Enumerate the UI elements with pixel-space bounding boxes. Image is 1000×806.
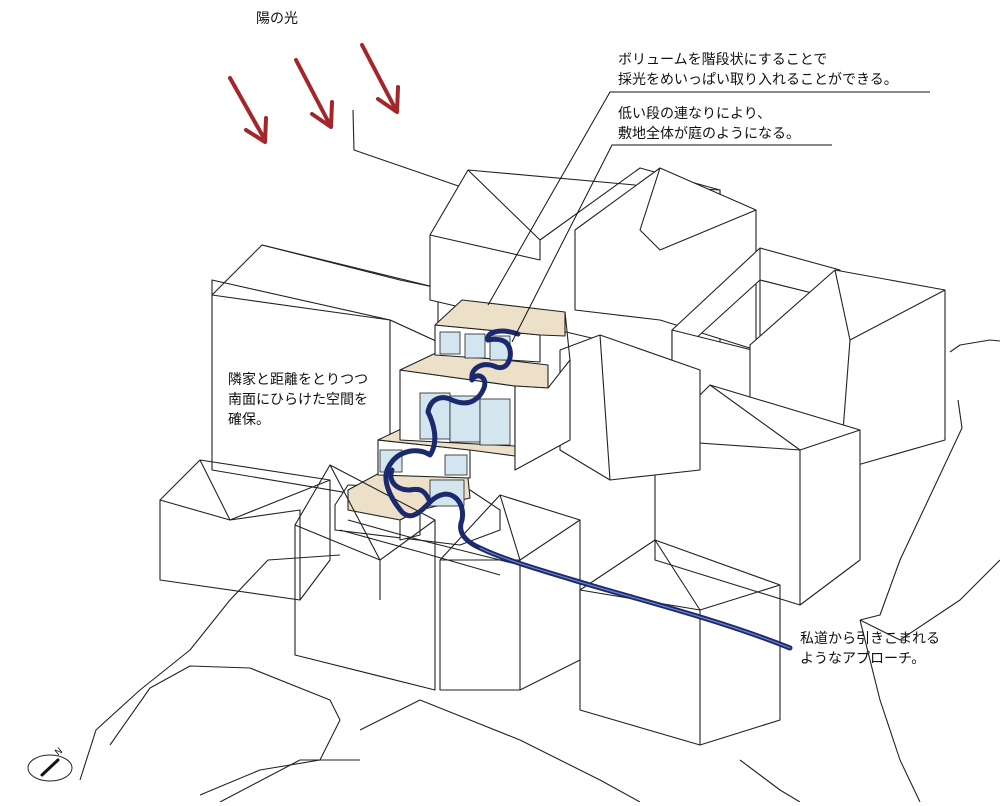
sun-arrow-3 — [360, 43, 400, 114]
callout-approach-line2: ようなアプローチ。 — [800, 651, 925, 667]
north-arrow: N — [27, 746, 73, 782]
sun-arrow-2 — [294, 58, 334, 129]
neighbor-house-right-front — [654, 384, 861, 606]
callout-approach-line1: 私道から引きこまれる — [800, 631, 940, 647]
leader-lines — [487, 91, 930, 343]
neighbor-house-front-left — [159, 459, 331, 601]
site-boundary-lines — [79, 109, 1000, 803]
sun-arrow-1 — [228, 76, 268, 144]
neighbor-house-front-right — [579, 539, 781, 746]
callout-garden-line1: 低い段の連なりにより、 — [618, 106, 771, 122]
private-road-edges — [339, 519, 521, 576]
callout-neighbor-line3: 確保。 — [228, 412, 270, 428]
sunlight-label: 陽の光 — [256, 11, 298, 27]
sunlight-arrows — [228, 43, 400, 144]
callout-neighbor-line1: 隣家と距離をとりつつ — [228, 371, 368, 388]
callout-neighbor-line2: 南面にひらけた空間を — [228, 392, 368, 408]
callout-volume-line1: ボリュームを階段状にすることで — [618, 52, 827, 68]
neighbor-house-front-center — [294, 464, 581, 691]
neighbor-house-mid — [559, 334, 701, 481]
approach-route — [383, 328, 793, 651]
callout-garden-line2: 敷地全体が庭のようになる。 — [618, 125, 800, 142]
north-label: N — [54, 746, 66, 758]
callout-volume-line2: 採光をめいっぱい取り入れることができる。 — [618, 72, 898, 88]
